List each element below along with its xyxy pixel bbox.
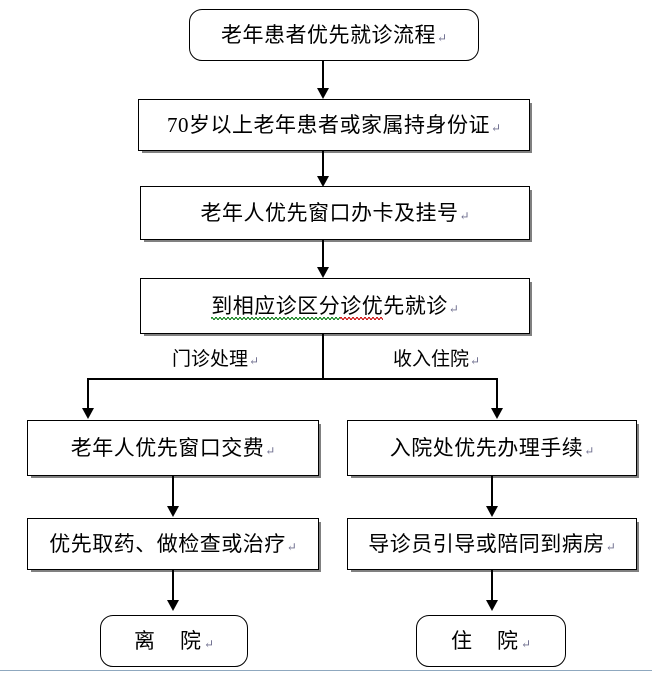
connector-left2-leftend <box>172 570 174 602</box>
arrowhead-right1-right2 <box>486 506 498 517</box>
node-step3[interactable]: 到相应诊区分诊优先就诊↵ <box>140 278 530 334</box>
node-step1-label: 70岁以上老年患者或家属持身份证↵ <box>166 112 502 137</box>
node-step1[interactable]: 70岁以上老年患者或家属持身份证↵ <box>138 99 530 151</box>
pilcrow-mark: ↵ <box>265 443 276 458</box>
pilcrow-mark: ↵ <box>490 120 502 135</box>
node-left-end[interactable]: 离 院↵ <box>100 615 248 667</box>
connector-step3-fork <box>322 334 324 379</box>
node-step3-label-rest: 先就诊 <box>383 293 448 318</box>
node-left2[interactable]: 优先取药、做检查或治疗↵ <box>27 518 319 570</box>
arrowhead-right2-rightend <box>486 600 498 611</box>
arrowhead-left2-leftend <box>167 600 179 611</box>
pilcrow-mark: ↵ <box>470 354 481 368</box>
node-start-label: 老年患者优先就诊流程↵ <box>220 22 448 47</box>
arrowhead-fork-right <box>491 408 503 419</box>
node-start[interactable]: 老年患者优先就诊流程↵ <box>189 9 479 61</box>
arrowhead-fork-left <box>82 408 94 419</box>
branch-label-right: 收入住院↵ <box>393 349 481 370</box>
pilcrow-mark: ↵ <box>286 539 297 554</box>
pilcrow-mark: ↵ <box>203 636 215 651</box>
fork-horizontal-line <box>88 378 498 380</box>
connector-right2-rightend <box>491 570 493 602</box>
arrowhead-step1-step2 <box>317 176 329 187</box>
node-step2-label: 老年人优先窗口办卡及挂号↵ <box>200 200 470 225</box>
pilcrow-mark: ↵ <box>249 354 260 368</box>
node-step3-label: 到相应诊区分诊优先就诊↵ <box>211 293 459 320</box>
connector-fork-right <box>496 378 498 410</box>
pilcrow-mark: ↵ <box>605 539 616 554</box>
connector-step1-step2 <box>322 151 324 178</box>
node-right2[interactable]: 导诊员引导或陪同到病房↵ <box>347 518 637 570</box>
arrowhead-left1-left2 <box>167 506 179 517</box>
branch-label-left: 门诊处理↵ <box>172 349 260 370</box>
pilcrow-mark: ↵ <box>459 208 470 223</box>
pilcrow-mark: ↵ <box>436 30 448 45</box>
node-left-end-label: 离 院↵ <box>133 628 215 653</box>
node-right-end-label: 住 院↵ <box>450 628 532 653</box>
pilcrow-mark: ↵ <box>520 636 532 651</box>
node-left1[interactable]: 老年人优先窗口交费↵ <box>27 420 319 476</box>
node-right1-label: 入院处优先办理手续↵ <box>389 435 595 460</box>
connector-start-step1 <box>322 61 324 90</box>
arrowhead-start-step1 <box>317 88 329 99</box>
node-right-end[interactable]: 住 院↵ <box>416 615 566 667</box>
connector-step2-step3 <box>322 240 324 269</box>
pilcrow-mark: ↵ <box>448 301 459 316</box>
node-right1[interactable]: 入院处优先办理手续↵ <box>347 420 637 476</box>
node-left1-label: 老年人优先窗口交费↵ <box>70 435 276 460</box>
node-step2[interactable]: 老年人优先窗口办卡及挂号↵ <box>140 186 530 240</box>
page-bottom-rule <box>0 670 652 671</box>
spellcheck-green-span: 到相应诊区分 <box>211 293 341 320</box>
connector-left1-left2 <box>172 476 174 508</box>
spellcheck-red-span: 诊优 <box>340 293 384 320</box>
arrowhead-step2-step3 <box>317 267 329 278</box>
node-right2-label: 导诊员引导或陪同到病房↵ <box>368 531 616 556</box>
pilcrow-mark: ↵ <box>584 443 595 458</box>
connector-right1-right2 <box>491 476 493 508</box>
node-left2-label: 优先取药、做检查或治疗↵ <box>49 531 297 556</box>
connector-fork-left <box>87 378 89 410</box>
